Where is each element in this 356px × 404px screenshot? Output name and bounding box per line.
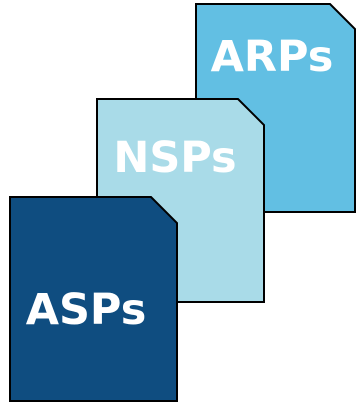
- document-asps-shape: [9, 196, 178, 402]
- document-arps-label: ARPs: [211, 32, 334, 82]
- document-asps-label: ASPs: [26, 285, 147, 335]
- document-asps: ASPs: [9, 196, 178, 402]
- document-nsps-label: NSPs: [113, 133, 236, 183]
